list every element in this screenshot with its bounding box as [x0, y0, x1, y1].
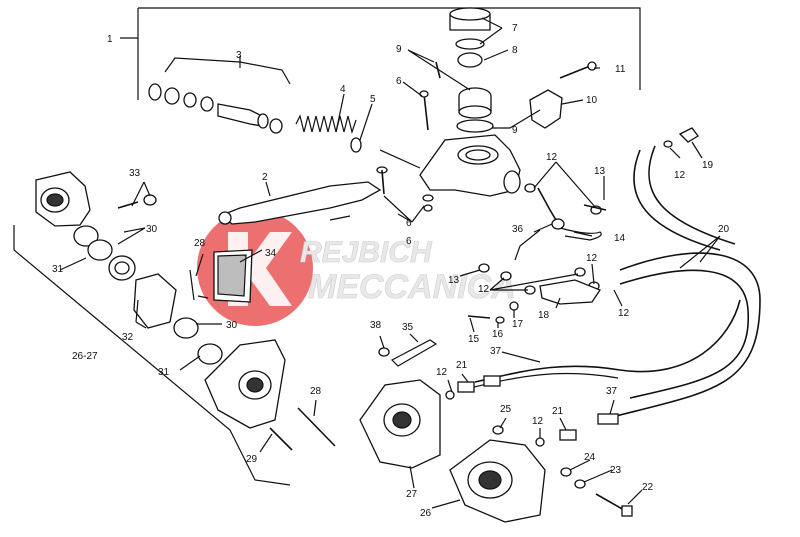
callout-20: 20 — [718, 224, 730, 235]
callout-7: 7 — [512, 23, 518, 34]
spring-seat — [350, 137, 362, 153]
watermark-line2: MECCANICA — [308, 268, 516, 306]
reservoir-cap — [449, 7, 494, 133]
distributor-18 — [539, 279, 601, 305]
callout-12g: 12 — [532, 416, 544, 427]
callout-12b: 12 — [674, 170, 686, 181]
screw-6-top — [423, 93, 429, 131]
callout-12e: 12 — [618, 308, 630, 319]
callout-12c: 12 — [586, 253, 598, 264]
callout-16: 16 — [492, 329, 504, 340]
callout-31a: 31 — [52, 264, 64, 275]
callout-21a: 21 — [456, 360, 468, 371]
callout-8: 8 — [512, 45, 518, 56]
callout-24: 24 — [584, 452, 596, 463]
bolt-11 — [559, 65, 591, 79]
callout-36: 36 — [512, 224, 524, 235]
callout-17: 17 — [512, 319, 524, 330]
brake-hoses — [599, 145, 761, 421]
caliper-bolts — [492, 425, 633, 517]
clamp-10 — [529, 89, 563, 129]
washer-38 — [378, 347, 390, 357]
callout-28a: 28 — [194, 238, 206, 249]
callout-13b: 13 — [448, 275, 460, 286]
callout-1: 1 — [107, 34, 113, 45]
callout-13a: 13 — [594, 166, 606, 177]
caliper-upper-left — [35, 171, 157, 281]
brake-pads — [133, 249, 253, 329]
callout-26-27: 26-27 — [72, 351, 98, 362]
callout-9a: 9 — [396, 44, 402, 55]
callout-4: 4 — [340, 84, 346, 95]
callout-10: 10 — [586, 95, 598, 106]
callout-34: 34 — [265, 248, 277, 259]
callout-6b: 6 — [406, 218, 412, 229]
callout-25: 25 — [500, 404, 512, 415]
callout-30b: 30 — [226, 320, 238, 331]
callout-30a: 30 — [146, 224, 158, 235]
callout-12d: 12 — [478, 284, 490, 295]
pivot-parts — [329, 166, 434, 221]
banjo-fittings — [478, 183, 607, 295]
callout-6a: 6 — [396, 76, 402, 87]
watermark-line1: REJBICH — [300, 236, 433, 269]
callout-38: 38 — [370, 320, 382, 331]
callout-11: 11 — [615, 64, 626, 75]
callout-37a: 37 — [490, 346, 502, 357]
bracket-26-27 — [13, 225, 291, 486]
callout-labels: 1 2 3 4 5 6 6 6 7 8 9 9 10 11 12 12 12 1… — [52, 23, 730, 519]
bracket-1 — [120, 7, 641, 100]
caliper-26 — [449, 439, 546, 523]
hose-fittings — [445, 375, 619, 447]
callout-3: 3 — [236, 50, 242, 61]
callout-19: 19 — [702, 160, 714, 171]
pad-spring-35 — [390, 339, 438, 367]
callout-27: 27 — [406, 489, 418, 500]
callout-37b: 37 — [606, 386, 618, 397]
callout-26: 26 — [420, 508, 432, 519]
callout-12f: 12 — [436, 367, 448, 378]
callout-5: 5 — [370, 94, 376, 105]
callout-9b: 9 — [512, 125, 518, 136]
callout-28b: 28 — [310, 386, 322, 397]
callout-22: 22 — [642, 482, 654, 493]
callout-32: 32 — [122, 332, 134, 343]
caliper-27 — [359, 379, 441, 469]
callout-35: 35 — [402, 322, 414, 333]
fitting-19 — [678, 127, 699, 143]
hose-37-left — [474, 299, 741, 383]
callout-31b: 31 — [158, 367, 170, 378]
callout-29: 29 — [246, 454, 258, 465]
callout-14: 14 — [614, 233, 626, 244]
leader-lines — [59, 17, 721, 509]
bracket-3 — [164, 56, 291, 85]
callout-6c: 6 — [406, 236, 412, 247]
callout-18: 18 — [538, 310, 550, 321]
callout-33: 33 — [129, 168, 141, 179]
switch-cable — [514, 187, 602, 261]
callout-21b: 21 — [552, 406, 564, 417]
piston-seals — [148, 83, 283, 134]
spring — [295, 114, 357, 135]
callout-15: 15 — [468, 334, 480, 345]
callout-2: 2 — [262, 172, 268, 183]
brake-lever — [218, 181, 382, 225]
callout-12a: 12 — [546, 152, 558, 163]
callout-23: 23 — [610, 465, 622, 476]
caliper-lower-left — [173, 317, 336, 451]
master-cylinder-body — [379, 134, 521, 197]
